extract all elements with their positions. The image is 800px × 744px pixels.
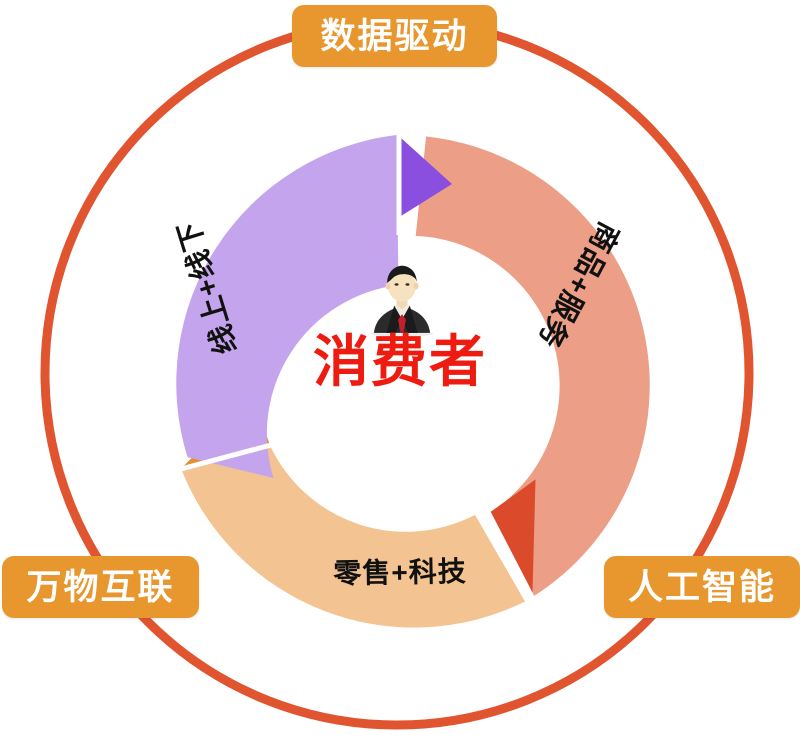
businessman-avatar-icon (370, 265, 434, 337)
center-title: 消费者 (313, 330, 487, 393)
segment-gap-bottom-left (180, 442, 272, 472)
segment-goods-services-band (415, 136, 650, 597)
segment-goods-services-arrowhead (489, 479, 536, 597)
segment-label-retail-tech: 零售+科技 (333, 555, 467, 590)
segment-online-offline-band (176, 135, 399, 478)
outer-label-data-driven[interactable]: 数据驱动 (292, 5, 497, 67)
center-content: 消费者 (300, 250, 500, 430)
outer-label-artificial-intelligence[interactable]: 人工智能 (604, 556, 800, 618)
segment-retail-tech-band (181, 445, 525, 628)
segment-gap-bottom-right (485, 510, 536, 601)
segment-online-offline-arrowhead (401, 138, 452, 216)
outer-label-internet-of-everything[interactable]: 万物互联 (2, 556, 199, 618)
segment-goods-services (415, 136, 650, 597)
segment-online-offline (176, 135, 452, 478)
